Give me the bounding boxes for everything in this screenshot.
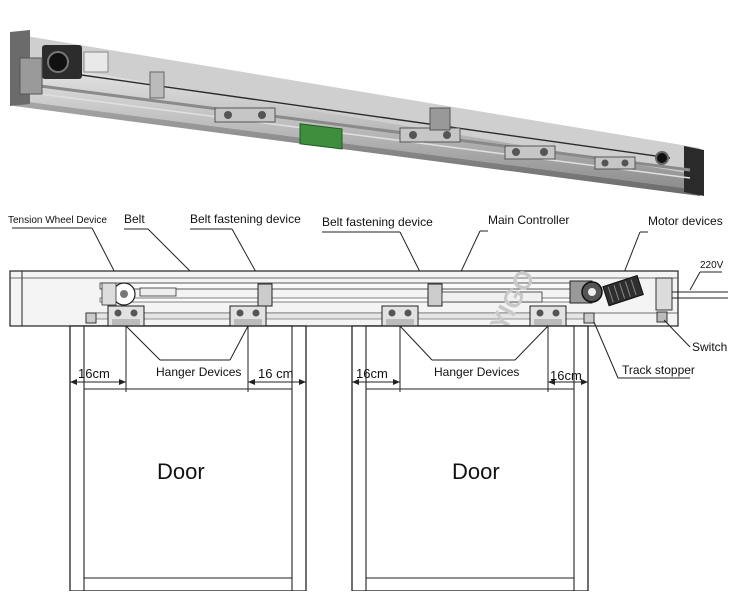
elev-belt-fastening-2	[427, 283, 443, 307]
right-labels: 220V Switch Track stopper	[593, 260, 728, 379]
hanger-3	[381, 305, 419, 327]
elev-switch	[656, 311, 668, 323]
elev-motor	[602, 274, 644, 307]
elev-controller	[441, 291, 543, 303]
photo-tension-wheel	[655, 151, 669, 165]
door-left-label: Door	[157, 459, 205, 484]
rail-lip	[14, 100, 700, 196]
photo-motor-wheel	[47, 51, 69, 73]
elev-track-stopper-right	[583, 312, 595, 324]
track-bar	[39, 84, 691, 172]
door-right: Door	[351, 325, 589, 592]
label-track-stopper: Track stopper	[622, 363, 695, 377]
label-motor-devices: Motor devices	[648, 214, 723, 228]
label-hanger-right: Hanger Devices	[434, 365, 519, 379]
rail-right-cap	[684, 146, 704, 196]
photo-hanger-1	[214, 107, 276, 123]
dim-left-1: 16cm	[78, 366, 110, 381]
photo-hanger-4	[594, 156, 636, 170]
label-belt-fastening-2: Belt fastening device	[322, 215, 433, 229]
photo-gearbox	[83, 51, 109, 73]
rail-back-face	[14, 34, 700, 175]
dim-left-2: 16 cm	[258, 366, 293, 381]
hanger-leaders: Hanger Devices Hanger Devices	[125, 325, 549, 379]
door-left: Door	[69, 325, 307, 592]
door-right-label: Door	[452, 459, 500, 484]
label-tension-wheel: Tension Wheel Device	[8, 215, 107, 226]
photo-hanger-2	[399, 127, 461, 143]
elev-track-stopper-left	[85, 312, 97, 324]
hanger-4	[529, 305, 567, 327]
photo-controller	[299, 123, 343, 150]
hanger-devices	[107, 305, 567, 327]
operator-photo	[10, 30, 704, 196]
hanger-2	[229, 305, 267, 327]
label-belt: Belt	[124, 212, 145, 226]
label-voltage: 220V	[700, 260, 724, 271]
hanger-1	[107, 305, 145, 327]
label-hanger-left: Hanger Devices	[156, 365, 241, 379]
leader-switch	[663, 319, 691, 348]
label-main-controller: Main Controller	[488, 213, 569, 227]
label-belt-fastening-1: Belt fastening device	[190, 212, 301, 226]
dim-right-1: 16cm	[356, 366, 388, 381]
photo-hanger-3	[504, 145, 556, 160]
photo-belt-clamp	[149, 71, 165, 99]
dim-right-2: 16cm	[550, 368, 582, 383]
elev-belt-fastening-1	[257, 283, 273, 307]
elev-power-box	[655, 277, 673, 311]
label-switch: Switch	[692, 340, 727, 354]
dimensions: 16cm 16 cm 16cm 16cm	[70, 326, 588, 392]
